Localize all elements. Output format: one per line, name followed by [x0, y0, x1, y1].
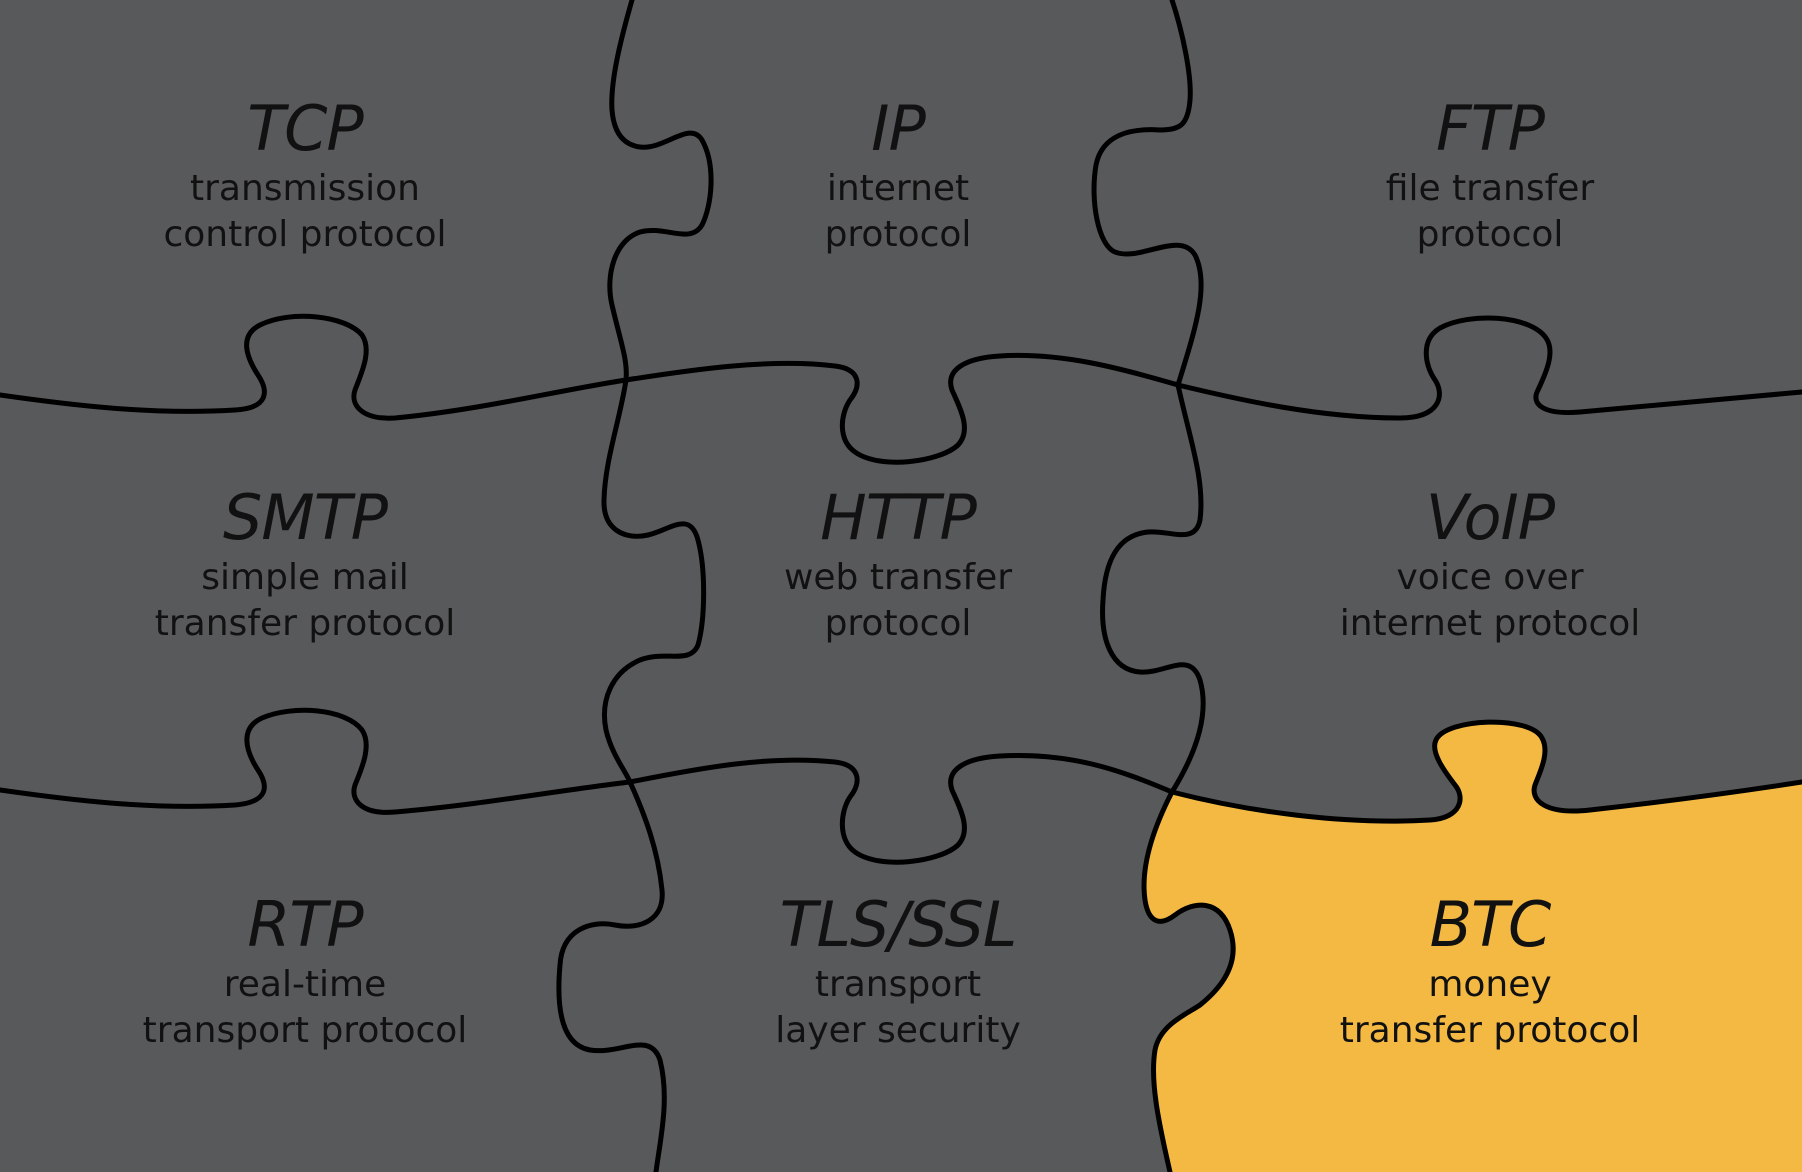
seam-vertical-right: [1091, 0, 1236, 1172]
piece-abbr: FTP: [1436, 92, 1545, 165]
piece-abbr: SMTP: [222, 481, 388, 554]
piece-description: file transfer protocol: [1385, 168, 1595, 255]
piece-description: internet protocol: [824, 168, 972, 255]
piece-description: web transfer protocol: [783, 557, 1013, 644]
piece-description: money transfer protocol: [1339, 964, 1641, 1051]
piece-description: simple mail transfer protocol: [154, 557, 456, 644]
piece-description: real-time transport protocol: [142, 964, 468, 1051]
piece-rtp: RTP real-time transport protocol: [25, 888, 585, 1054]
seam-horizontal-bottom: [0, 707, 1802, 865]
piece-http: HTTP web transfer protocol: [618, 481, 1178, 647]
seam-horizontal-top: [0, 313, 1802, 465]
piece-smtp: SMTP simple mail transfer protocol: [25, 481, 585, 647]
piece-description: transmission control protocol: [163, 168, 447, 255]
piece-tls-ssl: TLS/SSL transport layer security: [618, 888, 1178, 1054]
piece-abbr: TLS/SSL: [779, 888, 1018, 961]
piece-ftp: FTP file transfer protocol: [1210, 92, 1770, 258]
piece-btc: BTC money transfer protocol: [1210, 888, 1770, 1054]
btc-piece-fill: [1144, 722, 1802, 1172]
piece-abbr: TCP: [247, 92, 364, 165]
piece-abbr: VoIP: [1425, 481, 1555, 554]
piece-voip: VoIP voice over internet protocol: [1210, 481, 1770, 647]
piece-description: voice over internet protocol: [1339, 557, 1641, 644]
piece-abbr: RTP: [247, 888, 363, 961]
piece-abbr: BTC: [1429, 888, 1552, 961]
piece-description: transport layer security: [775, 964, 1021, 1051]
piece-abbr: IP: [871, 92, 926, 165]
piece-abbr: HTTP: [820, 481, 977, 554]
piece-ip: IP internet protocol: [618, 92, 1178, 258]
seam-vertical-left: [556, 0, 714, 1172]
piece-tcp: TCP transmission control protocol: [25, 92, 585, 258]
